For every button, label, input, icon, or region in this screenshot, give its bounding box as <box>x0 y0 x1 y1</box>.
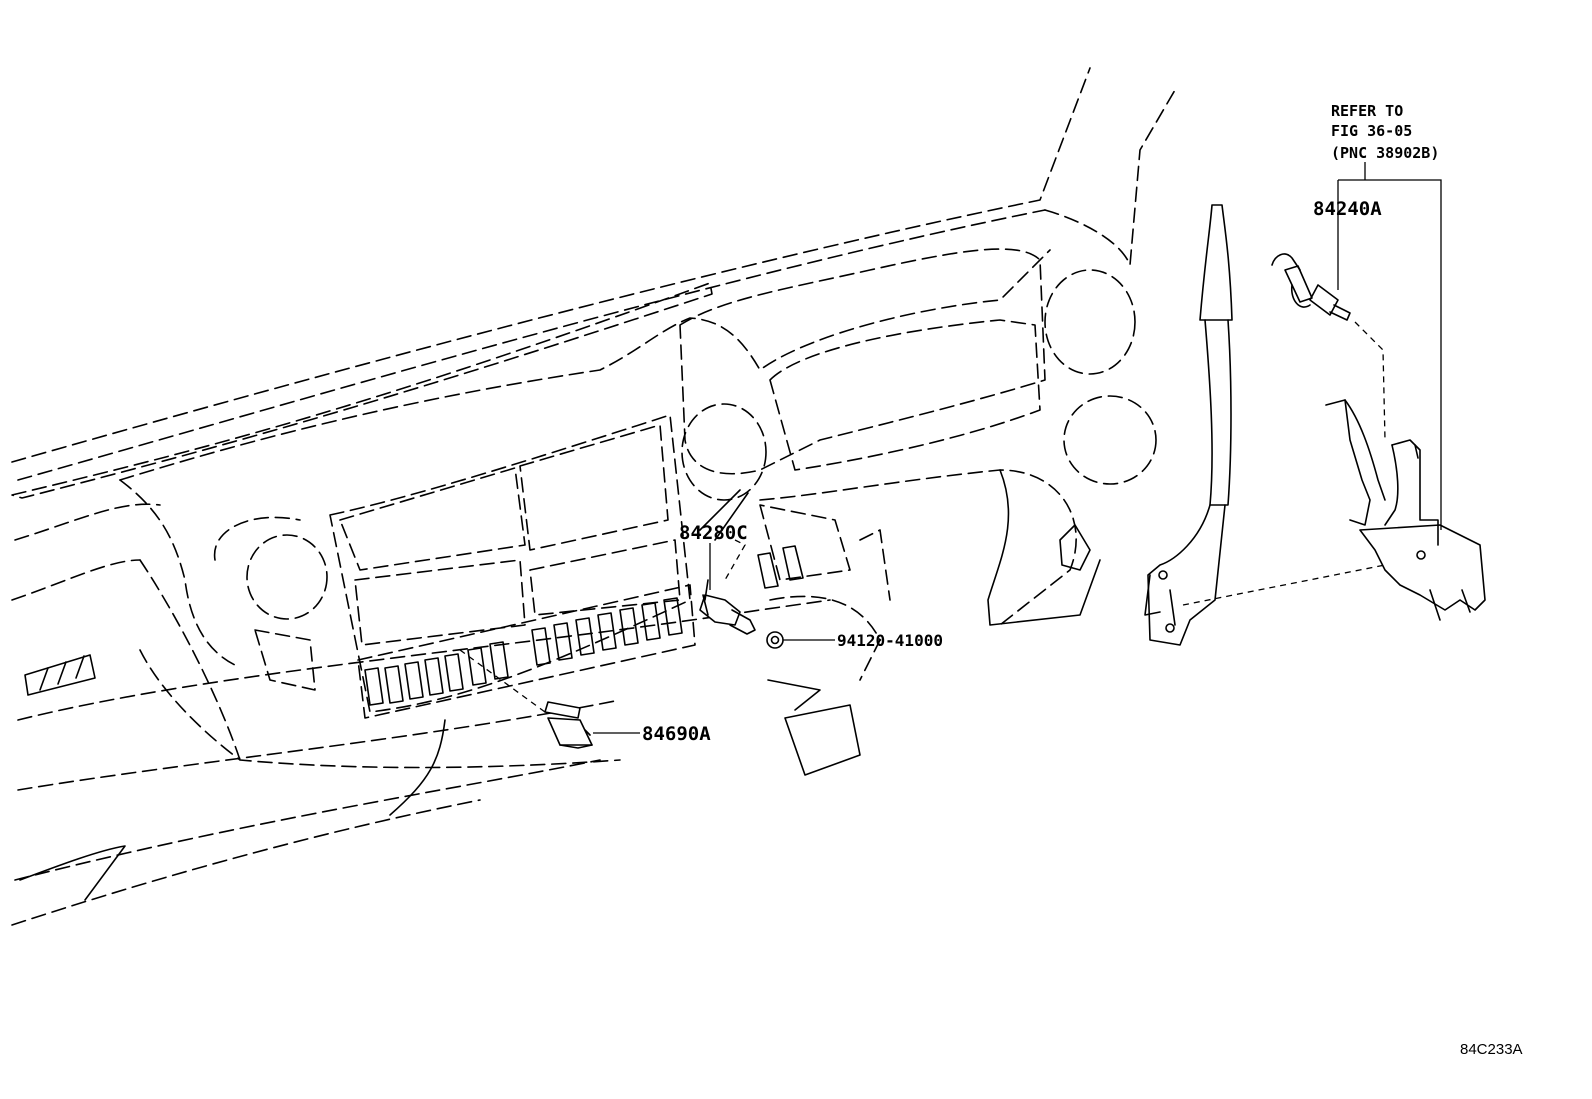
leader-lines <box>459 162 1442 734</box>
part-label-84280c: 84280C <box>679 522 748 544</box>
refer-line-2: FIG 36-05 <box>1331 122 1412 140</box>
figure-id: 84C233A <box>1460 1041 1523 1058</box>
dashboard-outline <box>11 67 1176 926</box>
brake-switch-84240a <box>1271 253 1351 321</box>
refer-line-1: REFER TO <box>1331 102 1403 120</box>
switch-bank <box>357 584 696 719</box>
part-label-84240a: 84240A <box>1313 198 1382 220</box>
brake-switch-bracket <box>1325 399 1486 621</box>
part-label-94120-41000: 94120-41000 <box>837 631 943 650</box>
callout-refer: REFER TO FIG 36-05 (PNC 38902B) <box>1331 102 1439 162</box>
refer-line-3: (PNC 38902B) <box>1331 144 1439 162</box>
part-label-84690a: 84690A <box>642 723 711 745</box>
parking-brake-lever <box>1144 204 1233 646</box>
nut-94120 <box>766 631 784 649</box>
pedal <box>767 679 861 776</box>
stop-lamp-switch-84280c <box>699 579 756 635</box>
switch-84690a <box>544 701 593 749</box>
